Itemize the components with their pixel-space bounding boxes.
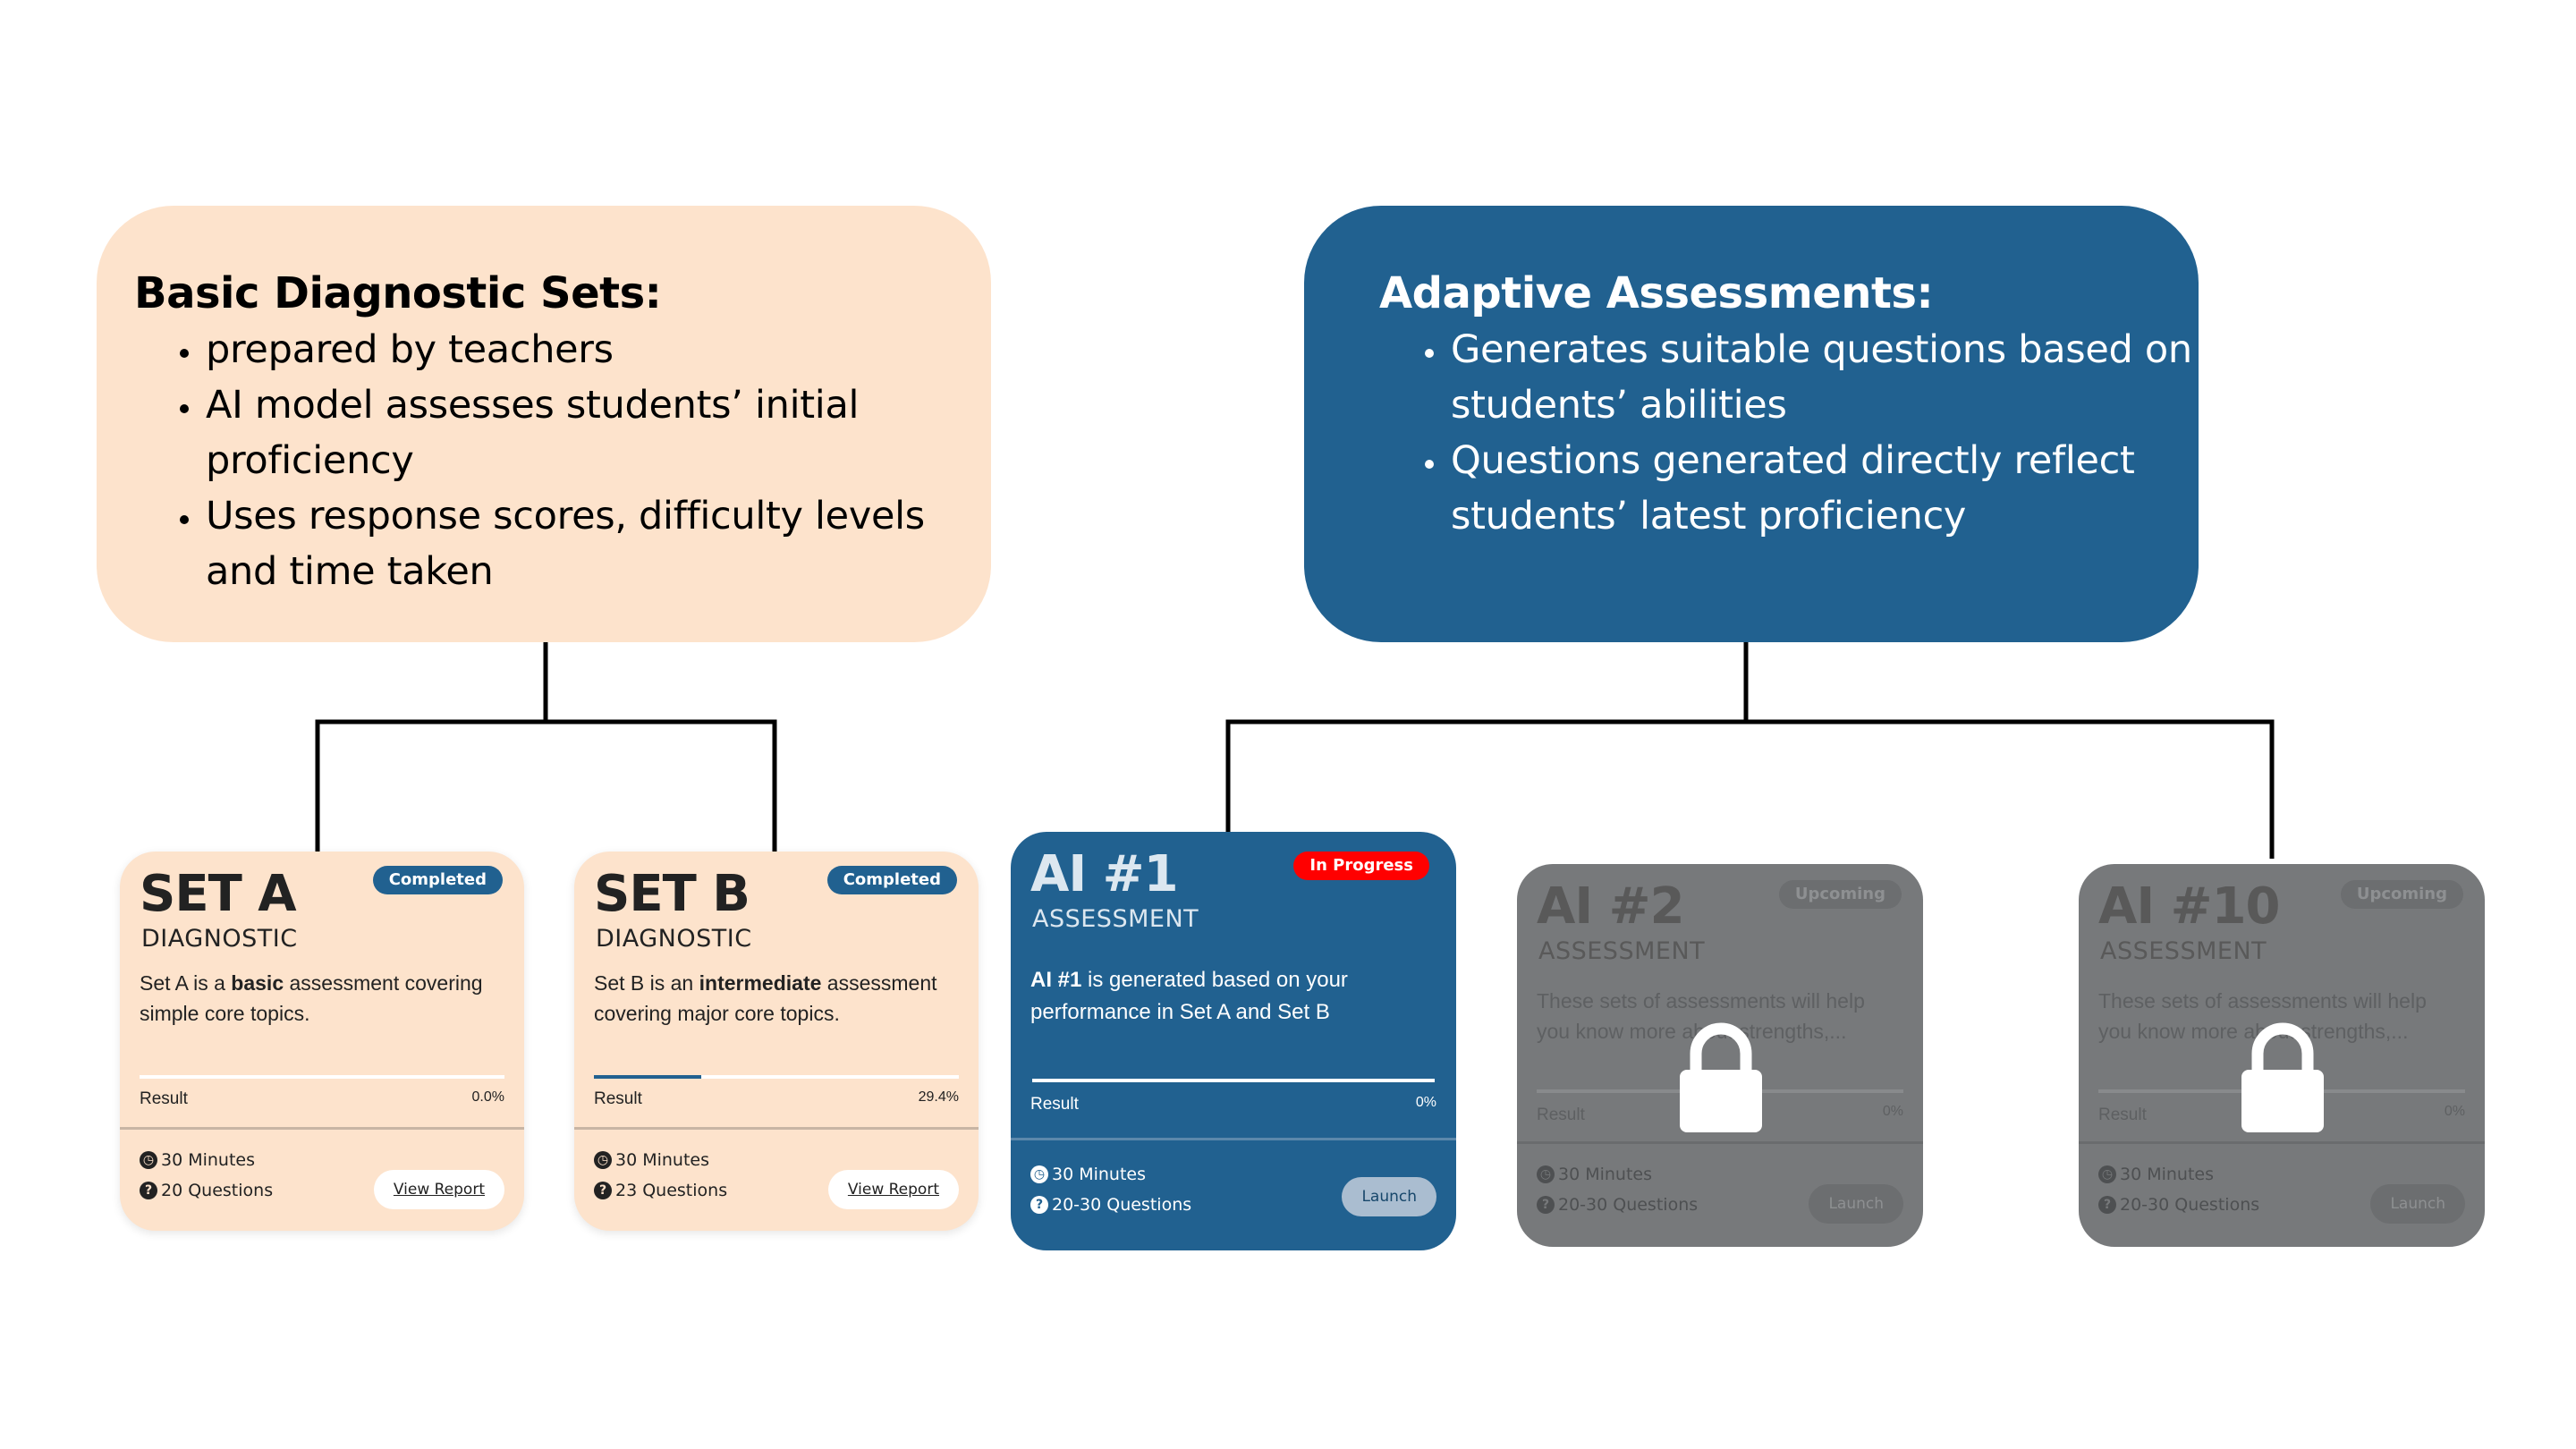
set-a-card[interactable]: SET A DIAGNOSTIC Completed Set A is a ba… (120, 852, 524, 1231)
question-circle-icon: ? (594, 1182, 612, 1199)
status-badge: In Progress (1293, 852, 1429, 880)
launch-button: Launch (2370, 1184, 2465, 1224)
basic-diagnostic-list: prepared by teachers AI model assesses s… (134, 322, 991, 599)
card-subtitle: ASSESSMENT (1538, 937, 1706, 965)
status-badge: Upcoming (1778, 880, 1902, 909)
lock-icon (1680, 1022, 1762, 1132)
basic-diagnostic-title: Basic Diagnostic Sets: (134, 268, 662, 318)
clock-icon: ◷ (1030, 1165, 1048, 1183)
set-b-card[interactable]: SET B DIAGNOSTIC Completed Set B is an i… (574, 852, 979, 1231)
card-subtitle: DIAGNOSTIC (596, 925, 752, 953)
launch-button: Launch (1809, 1184, 1903, 1224)
questions-text: 20-30 Questions (1052, 1195, 1192, 1215)
clock-icon: ◷ (140, 1151, 157, 1169)
status-badge: Completed (826, 866, 957, 894)
card-divider (2079, 1141, 2485, 1144)
question-circle-icon: ? (140, 1182, 157, 1199)
card-description: AI #1 is generated based on your perform… (1030, 968, 1348, 1024)
card-divider (1011, 1138, 1456, 1140)
questions-text: 20-30 Questions (1558, 1195, 1699, 1215)
result-value: 0% (1882, 1104, 1903, 1119)
ai-1-card[interactable]: AI #1 ASSESSMENT In Progress AI #1 is ge… (1011, 832, 1456, 1250)
result-label: Result (1030, 1095, 1079, 1114)
card-title: SET B (594, 865, 750, 923)
duration-text: 30 Minutes (1558, 1165, 1653, 1184)
duration-text: 30 Minutes (1052, 1165, 1147, 1184)
ai-10-card: AI #10 ASSESSMENT Upcoming These sets of… (2079, 864, 2485, 1247)
card-title: SET A (140, 865, 297, 923)
duration-text: 30 Minutes (2120, 1165, 2215, 1184)
duration-text: 30 Minutes (615, 1150, 710, 1170)
adaptive-assessments-list: Generates suitable questions based on st… (1379, 322, 2199, 544)
card-meta: ◷30 Minutes ?20 Questions (140, 1145, 273, 1206)
result-label: Result (1537, 1106, 1585, 1124)
card-divider (1517, 1141, 1923, 1144)
questions-text: 23 Questions (615, 1181, 728, 1200)
card-description: These sets of assessments will help you … (1537, 989, 1865, 1043)
clock-icon: ◷ (2098, 1165, 2116, 1183)
question-circle-icon: ? (1537, 1196, 1555, 1214)
card-title: AI #10 (2098, 877, 2281, 936)
card-title: AI #1 (1030, 845, 1179, 903)
status-badge: Completed (372, 866, 503, 894)
card-meta: ◷30 Minutes ?20-30 Questions (1537, 1159, 1698, 1220)
card-description: Set B is an intermediate assessment cove… (594, 971, 937, 1025)
basic-bullet: AI model assesses students’ initial prof… (204, 377, 991, 488)
card-description: Set A is a basic assessment covering sim… (140, 971, 483, 1025)
result-label: Result (594, 1089, 642, 1108)
card-meta: ◷30 Minutes ?23 Questions (594, 1145, 727, 1206)
basic-diagnostic-box: Basic Diagnostic Sets: prepared by teach… (97, 206, 991, 642)
launch-button[interactable]: Launch (1342, 1177, 1436, 1216)
connector-basic-branch (315, 719, 777, 854)
clock-icon: ◷ (1537, 1165, 1555, 1183)
card-subtitle: ASSESSMENT (2100, 937, 2267, 965)
connector-adaptive-branch (1225, 719, 2275, 859)
basic-bullet: Uses response scores, difficulty levels … (204, 488, 991, 599)
adaptive-assessments-box: Adaptive Assessments: Generates suitable… (1304, 206, 2199, 642)
clock-icon: ◷ (594, 1151, 612, 1169)
result-label: Result (2098, 1106, 2147, 1124)
result-value: 29.4% (918, 1089, 959, 1105)
progress-bar (594, 1075, 959, 1079)
adaptive-bullet: Questions generated directly reflect stu… (1449, 433, 2199, 544)
progress-bar (140, 1075, 504, 1079)
view-report-button[interactable]: View Report (373, 1170, 504, 1209)
adaptive-assessments-title: Adaptive Assessments: (1379, 268, 1934, 318)
question-circle-icon: ? (1030, 1196, 1048, 1214)
lock-icon (2241, 1022, 2324, 1132)
result-value: 0% (1415, 1095, 1436, 1110)
card-title: AI #2 (1537, 877, 1685, 936)
card-meta: ◷30 Minutes ?20-30 Questions (2098, 1159, 2259, 1220)
card-subtitle: ASSESSMENT (1032, 905, 1199, 933)
questions-text: 20 Questions (161, 1181, 274, 1200)
result-label: Result (140, 1089, 188, 1108)
status-badge: Upcoming (2340, 880, 2463, 909)
progress-bar (1032, 1079, 1435, 1082)
result-value: 0.0% (471, 1089, 504, 1105)
duration-text: 30 Minutes (161, 1150, 256, 1170)
view-report-button[interactable]: View Report (827, 1170, 959, 1209)
card-divider (574, 1127, 979, 1130)
card-divider (120, 1127, 524, 1130)
result-value: 0% (2444, 1104, 2465, 1119)
adaptive-bullet: Generates suitable questions based on st… (1449, 322, 2199, 433)
card-meta: ◷30 Minutes ?20-30 Questions (1030, 1159, 1191, 1220)
card-description: These sets of assessments will help you … (2098, 989, 2427, 1043)
basic-bullet: prepared by teachers (204, 322, 991, 377)
question-circle-icon: ? (2098, 1196, 2116, 1214)
card-subtitle: DIAGNOSTIC (141, 925, 298, 953)
questions-text: 20-30 Questions (2120, 1195, 2260, 1215)
ai-2-card: AI #2 ASSESSMENT Upcoming These sets of … (1517, 864, 1923, 1247)
